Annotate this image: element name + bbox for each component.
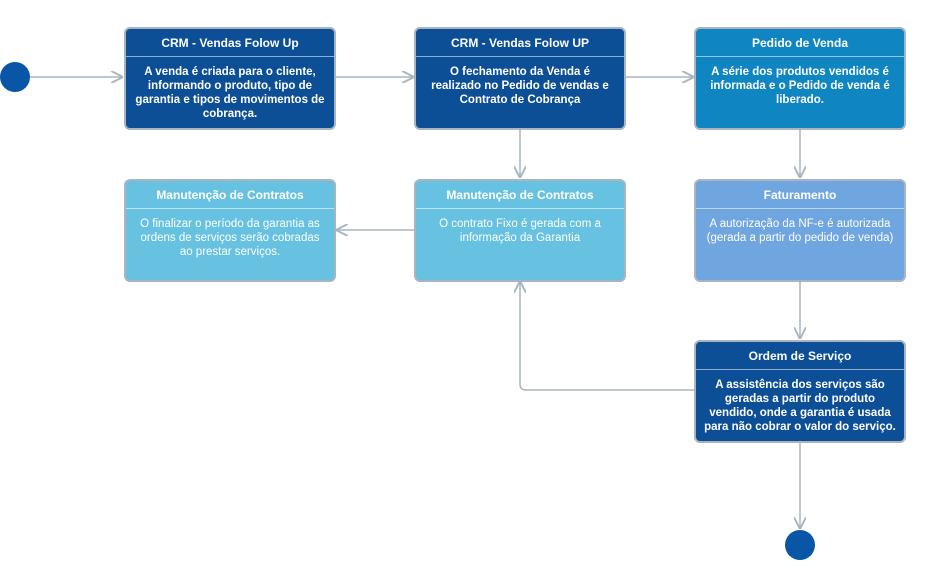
arrow-os-to-manut2 [520,282,694,391]
node-body: A autorização da NF-e é autorizada (gera… [706,218,894,244]
node-title: Faturamento [696,181,904,209]
node-title: Manutenção de Contratos [416,181,624,209]
end-node [785,530,815,560]
node-manutencao-contratos-1[interactable]: Manutenção de Contratos O finalizar o pe… [124,179,336,282]
node-body: A assistência dos serviços são geradas a… [704,379,896,433]
start-node [0,62,30,92]
node-title: Manutenção de Contratos [126,181,334,209]
node-manutencao-contratos-2[interactable]: Manutenção de Contratos O contrato Fixo … [414,179,626,282]
node-body: O contrato Fixo é gerada com a informaçã… [439,218,601,244]
node-crm-vendas-2[interactable]: CRM - Vendas Folow UP O fechamento da Ve… [414,27,626,130]
node-faturamento[interactable]: Faturamento A autorização da NF-e é auto… [694,179,906,282]
node-body: A série dos produtos vendidos é informad… [710,66,890,106]
node-title: Ordem de Serviço [696,342,904,370]
node-title: CRM - Vendas Folow Up [126,29,334,57]
node-body: A venda é criada para o cliente, informa… [135,66,325,120]
node-title: Pedido de Venda [696,29,904,57]
node-title: CRM - Vendas Folow UP [416,29,624,57]
node-crm-vendas-1[interactable]: CRM - Vendas Folow Up A venda é criada p… [124,27,336,130]
node-body: O finalizar o período da garantia as ord… [140,218,320,258]
node-pedido-de-venda[interactable]: Pedido de Venda A série dos produtos ven… [694,27,906,130]
node-ordem-de-servico[interactable]: Ordem de Serviço A assistência dos servi… [694,340,906,443]
node-body: O fechamento da Venda é realizado no Ped… [431,66,609,106]
